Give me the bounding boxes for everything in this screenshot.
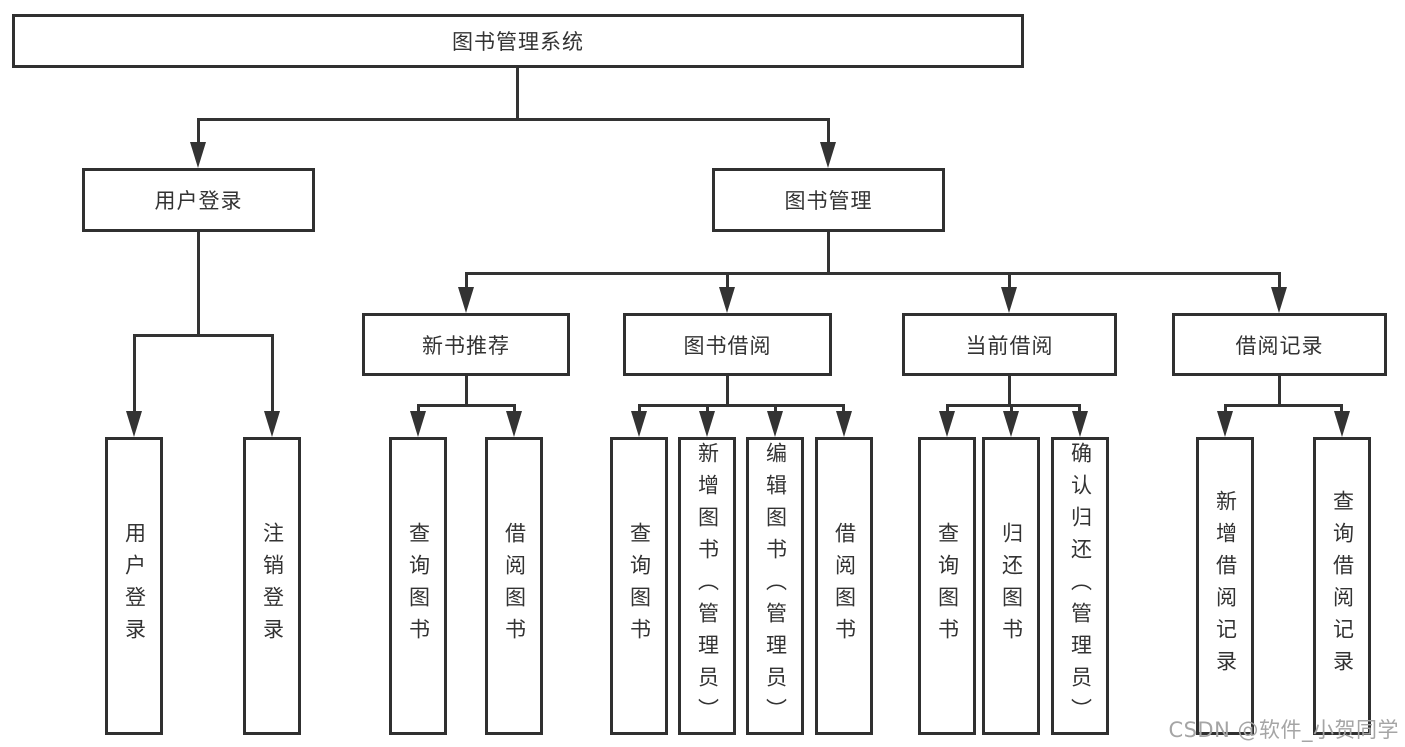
leaf-label: 查询图书 [406, 522, 431, 650]
connector-arrow [126, 411, 142, 437]
node-label: 图书借阅 [683, 333, 772, 358]
connector-line [271, 334, 274, 413]
connector-line [1008, 272, 1011, 290]
leaf-label: 新增借阅记录 [1213, 490, 1238, 682]
node-label: 新书推荐 [422, 333, 510, 358]
connector-arrow [506, 411, 522, 437]
connector-line [513, 404, 516, 414]
node-root: 图书管理系统 [12, 14, 1024, 68]
connector-line [197, 118, 200, 146]
connector-arrow [767, 411, 783, 437]
leaf-label: 查询借阅记录 [1330, 490, 1355, 682]
node-borrowing-records: 借阅记录 [1172, 313, 1387, 376]
connector-arrow [1001, 287, 1017, 313]
connector-line [1010, 404, 1013, 414]
connector-arrow [1217, 411, 1233, 437]
leaf-label: 注销登录 [260, 522, 285, 650]
connector-arrow [699, 411, 715, 437]
connector-line [638, 404, 845, 407]
connector-line [726, 272, 729, 290]
leaf-label: 用户登录 [122, 522, 147, 650]
node-new-book-recommendation: 新书推荐 [362, 313, 570, 376]
leaf-label: 归还图书 [999, 522, 1024, 650]
connector-line [1008, 376, 1011, 407]
connector-line [726, 376, 729, 407]
leaf-borrow-books-recommend: 借阅图书 [485, 437, 543, 735]
connector-line [465, 272, 1281, 275]
connector-line [946, 404, 1081, 407]
leaf-logout: 注销登录 [243, 437, 301, 735]
connector-line [827, 118, 830, 146]
connector-line [516, 68, 519, 120]
connector-arrow [1334, 411, 1350, 437]
connector-line [197, 232, 200, 337]
leaf-query-books-recommend: 查询图书 [389, 437, 447, 735]
connector-line [1278, 272, 1281, 290]
connector-line [465, 376, 468, 407]
leaf-query-books-current: 查询图书 [918, 437, 976, 735]
leaf-label: 查询图书 [627, 522, 652, 650]
leaf-user-login: 用户登录 [105, 437, 163, 735]
connector-line [1224, 404, 1227, 414]
leaf-query-borrow-record: 查询借阅记录 [1313, 437, 1371, 735]
connector-arrow [190, 142, 206, 168]
node-label: 当前借阅 [965, 333, 1054, 358]
connector-arrow [631, 411, 647, 437]
connector-line [946, 404, 949, 414]
leaf-label: 借阅图书 [832, 522, 857, 650]
connector-line [1278, 376, 1281, 407]
leaf-add-book-admin: 新增图书（管理员） [678, 437, 736, 735]
leaf-confirm-return-admin: 确认归还（管理员） [1051, 437, 1109, 735]
connector-line [842, 404, 845, 414]
node-user-login: 用户登录 [82, 168, 315, 232]
connector-line [827, 232, 830, 275]
node-root-label: 图书管理系统 [452, 30, 584, 54]
connector-arrow [939, 411, 955, 437]
connector-arrow [264, 411, 280, 437]
node-label: 借阅记录 [1235, 333, 1324, 358]
connector-arrow [820, 142, 836, 168]
leaf-add-borrow-record: 新增借阅记录 [1196, 437, 1254, 735]
node-book-management: 图书管理 [712, 168, 945, 232]
node-label: 用户登录 [154, 189, 243, 213]
leaf-query-books-borrowing: 查询图书 [610, 437, 668, 735]
connector-arrow [719, 287, 735, 313]
leaf-edit-book-admin: 编辑图书（管理员） [746, 437, 804, 735]
node-book-borrowing: 图书借阅 [623, 313, 832, 376]
leaf-label: 确认归还（管理员） [1068, 442, 1093, 730]
connector-arrow [1271, 287, 1287, 313]
connector-line [417, 404, 516, 407]
connector-arrow [410, 411, 426, 437]
connector-arrow [458, 287, 474, 313]
connector-line [133, 334, 136, 413]
connector-arrow [1003, 411, 1019, 437]
leaf-label: 查询图书 [935, 522, 960, 650]
connector-line [417, 404, 420, 414]
leaf-borrow-books-borrowing: 借阅图书 [815, 437, 873, 735]
connector-line [774, 404, 777, 414]
connector-line [638, 404, 641, 414]
leaf-label: 编辑图书（管理员） [763, 442, 788, 730]
node-label: 图书管理 [784, 189, 873, 213]
connector-line [197, 118, 830, 121]
connector-line [706, 404, 709, 414]
node-current-borrowing: 当前借阅 [902, 313, 1117, 376]
watermark: CSDN @软件_小贺同学 [1168, 718, 1399, 742]
connector-line [465, 272, 468, 290]
connector-arrow [836, 411, 852, 437]
leaf-label: 借阅图书 [502, 522, 527, 650]
connector-line [1078, 404, 1081, 414]
connector-line [133, 334, 274, 337]
connector-line [1224, 404, 1343, 407]
leaf-return-book: 归还图书 [982, 437, 1040, 735]
connector-line [1340, 404, 1343, 414]
connector-arrow [1072, 411, 1088, 437]
leaf-label: 新增图书（管理员） [695, 442, 720, 730]
